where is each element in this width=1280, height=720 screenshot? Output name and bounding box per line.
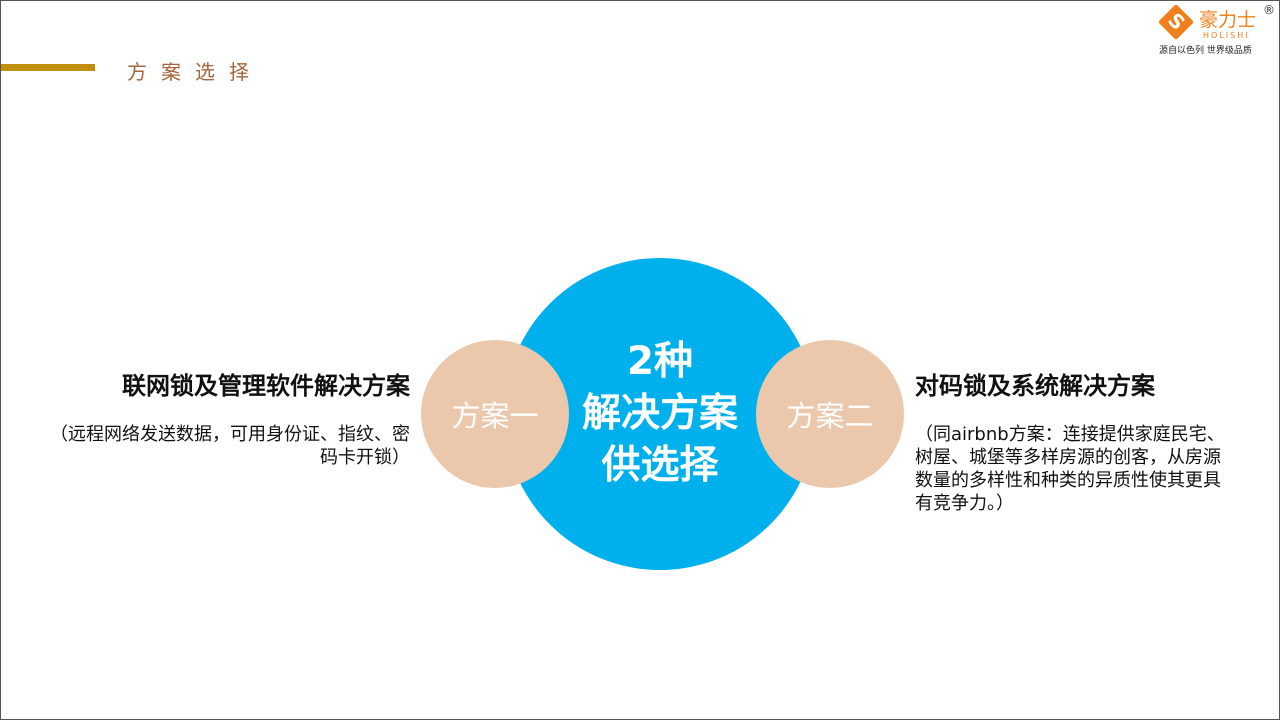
logo-mark-icon: S: [1157, 3, 1195, 41]
logo-name-en: HOLISHI: [1203, 31, 1250, 40]
option-one-badge: 方案一: [451, 399, 539, 433]
desc-line: （远程网络发送数据，可用身份证、指纹、密: [50, 424, 410, 445]
option-two-badge: 方案二: [786, 399, 874, 433]
option-one-heading: 联网锁及管理软件解决方案: [122, 372, 410, 400]
page-title: 方案选择: [127, 60, 263, 84]
logo-name-cn: 豪力士: [1199, 9, 1257, 31]
center-text: 2种 解决方案 供选择: [504, 336, 816, 492]
desc-line: （同airbnb方案：连接提供家庭民宅、: [915, 424, 1225, 445]
option-two-circle: 方案二: [756, 340, 904, 488]
desc-line: 有竞争力。）: [915, 493, 1014, 514]
center-line: 2种: [626, 339, 694, 384]
center-line: 解决方案: [581, 391, 738, 436]
option-one-description: （远程网络发送数据，可用身份证、指纹、密 码卡开锁）: [50, 423, 410, 469]
option-one-circle: 方案一: [421, 340, 569, 488]
desc-line: 数量的多样性和种类的异质性使其更具: [915, 470, 1221, 491]
center-line: 供选择: [601, 443, 719, 488]
option-two-description: （同airbnb方案：连接提供家庭民宅、 树屋、城堡等多样房源的创客，从房源 数…: [915, 423, 1225, 515]
logo-slogan: 源自以色列 世界级品质: [1159, 46, 1252, 56]
option-two-heading: 对码锁及系统解决方案: [915, 372, 1155, 400]
registered-mark: ®: [1263, 3, 1275, 17]
desc-line: 树屋、城堡等多样房源的创客，从房源: [915, 447, 1221, 468]
desc-line: 码卡开锁）: [320, 447, 410, 468]
holishi-logo: S 豪力士 ® HOLISHI 源自以色列 世界级品质: [1157, 3, 1277, 56]
title-accent-bar: [1, 64, 95, 71]
